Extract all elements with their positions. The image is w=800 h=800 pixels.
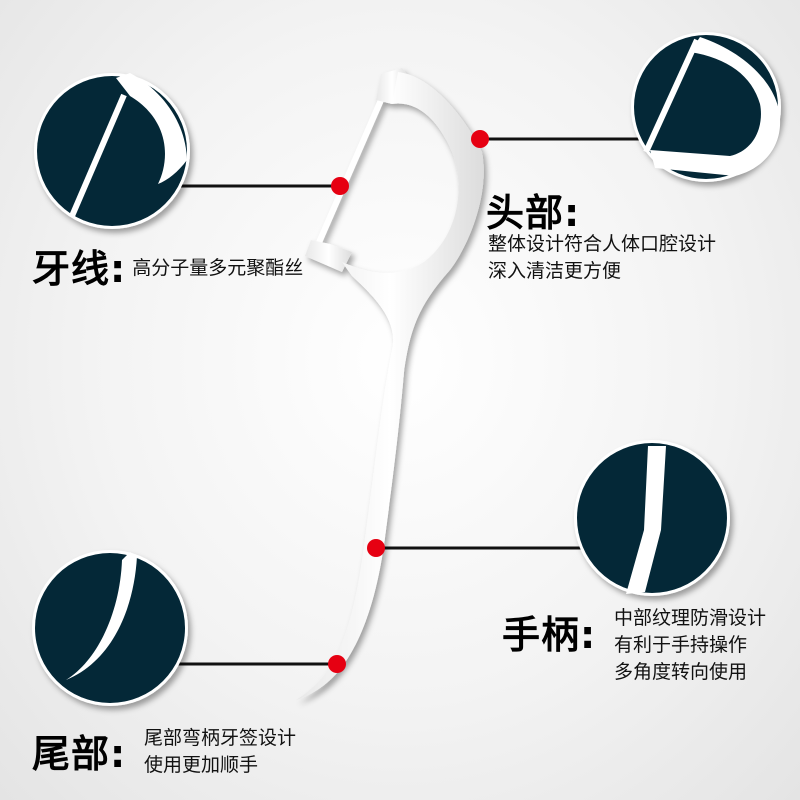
leader-lines [172,137,640,666]
callout-head-title-wrap: 头部: [486,182,580,237]
callout-head-title: 头部: [486,191,581,235]
callout-head-desc-line-1: 整体设计符合人体口腔设计 [488,233,717,255]
zoom-circle-tail [32,550,188,706]
marker-handle [367,539,385,557]
callout-tail-title: 尾部: [32,732,127,776]
marker-floss [331,177,349,195]
callout-handle-desc-line-3: 多角度转向使用 [614,661,748,683]
pick-body [296,72,484,700]
callout-head-desc-line-2: 深入清洁更方便 [488,260,622,282]
floss-pick [296,68,484,700]
zoom-circle-head [631,32,781,182]
callout-floss-title: 牙线: [32,247,127,291]
marker-tail [328,655,346,673]
callout-head-desc: 整体设计符合人体口腔设计 深入清洁更方便 [488,231,716,285]
callout-floss-desc: 高分子量多元聚酯丝 [132,257,304,279]
marker-head [471,130,489,148]
callout-handle: 手柄: [502,602,596,659]
callout-tail-desc: 尾部弯柄牙签设计 使用更加顺手 [144,725,296,779]
callout-tail-desc-line-2: 使用更加顺手 [144,754,259,776]
callout-tail-title-wrap: 尾部: [32,723,126,778]
callout-floss: 牙线: 高分子量多元聚酯丝 [32,238,303,293]
markers [328,130,489,673]
callout-handle-desc-line-2: 有利于手持操作 [614,634,748,656]
callout-handle-desc-line-1: 中部纹理防滑设计 [614,607,767,629]
callout-handle-title: 手柄: [502,613,597,657]
pick-bottom-arm [305,240,352,272]
floss-string [314,98,384,249]
zoom-circle-handle [574,440,730,596]
callout-tail-desc-line-1: 尾部弯柄牙签设计 [144,727,297,749]
callout-handle-desc: 中部纹理防滑设计 有利于手持操作 多角度转向使用 [614,605,766,686]
zoom-circle-floss [34,73,190,229]
